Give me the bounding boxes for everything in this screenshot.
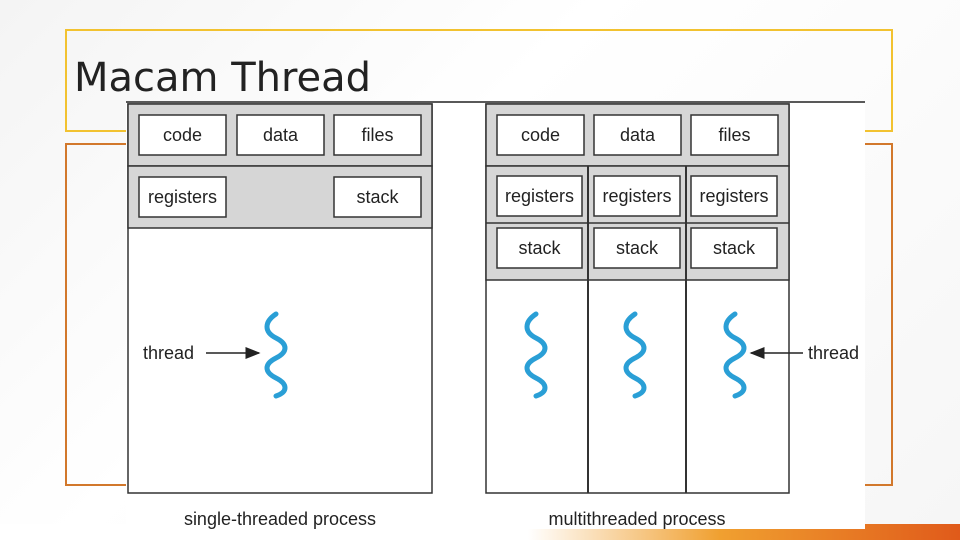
multi-stack-box-1: [496, 227, 583, 269]
multi-thread-squiggle-icon-3: [723, 311, 747, 399]
multi-code-label: code: [521, 125, 560, 145]
multi-data-box: [593, 114, 682, 156]
single-threaded-process: code data files registers stack thread s…: [127, 103, 433, 529]
multi-data-label: data: [620, 125, 656, 145]
single-thread-squiggle-icon: [264, 311, 288, 399]
single-caption: single-threaded process: [184, 509, 376, 529]
multi-registers-box-3: [690, 175, 778, 217]
multi-stack-box-2: [593, 227, 681, 269]
multi-thread-squiggle-icon-1: [524, 311, 548, 399]
single-data-box: [236, 114, 325, 156]
multi-code-box: [496, 114, 585, 156]
single-files-box: [333, 114, 422, 156]
slide-title: Macam Thread: [74, 55, 372, 101]
multi-stack-label-2: stack: [616, 238, 659, 258]
single-registers-box: [138, 176, 227, 218]
multi-caption: multithreaded process: [548, 509, 725, 529]
multi-registers-label-2: registers: [602, 186, 671, 206]
multi-registers-box-2: [593, 175, 681, 217]
single-registers-label: registers: [148, 187, 217, 207]
multi-files-box: [690, 114, 779, 156]
single-data-label: data: [263, 125, 299, 145]
multi-registers-label-1: registers: [505, 186, 574, 206]
single-files-label: files: [361, 125, 393, 145]
multithreaded-process: code data files registers registers regi…: [485, 103, 859, 529]
multi-files-label: files: [718, 125, 750, 145]
single-code-box: [138, 114, 227, 156]
multi-stack-box-3: [690, 227, 778, 269]
multi-registers-label-3: registers: [699, 186, 768, 206]
multi-thread-label: thread: [808, 343, 859, 363]
single-stack-box: [333, 176, 422, 218]
single-stack-label: stack: [356, 187, 399, 207]
single-code-label: code: [163, 125, 202, 145]
single-thread-label: thread: [143, 343, 194, 363]
multi-stack-label-1: stack: [518, 238, 561, 258]
multi-registers-box-1: [496, 175, 583, 217]
multi-stack-label-3: stack: [713, 238, 756, 258]
multi-thread-squiggle-icon-2: [623, 311, 647, 399]
